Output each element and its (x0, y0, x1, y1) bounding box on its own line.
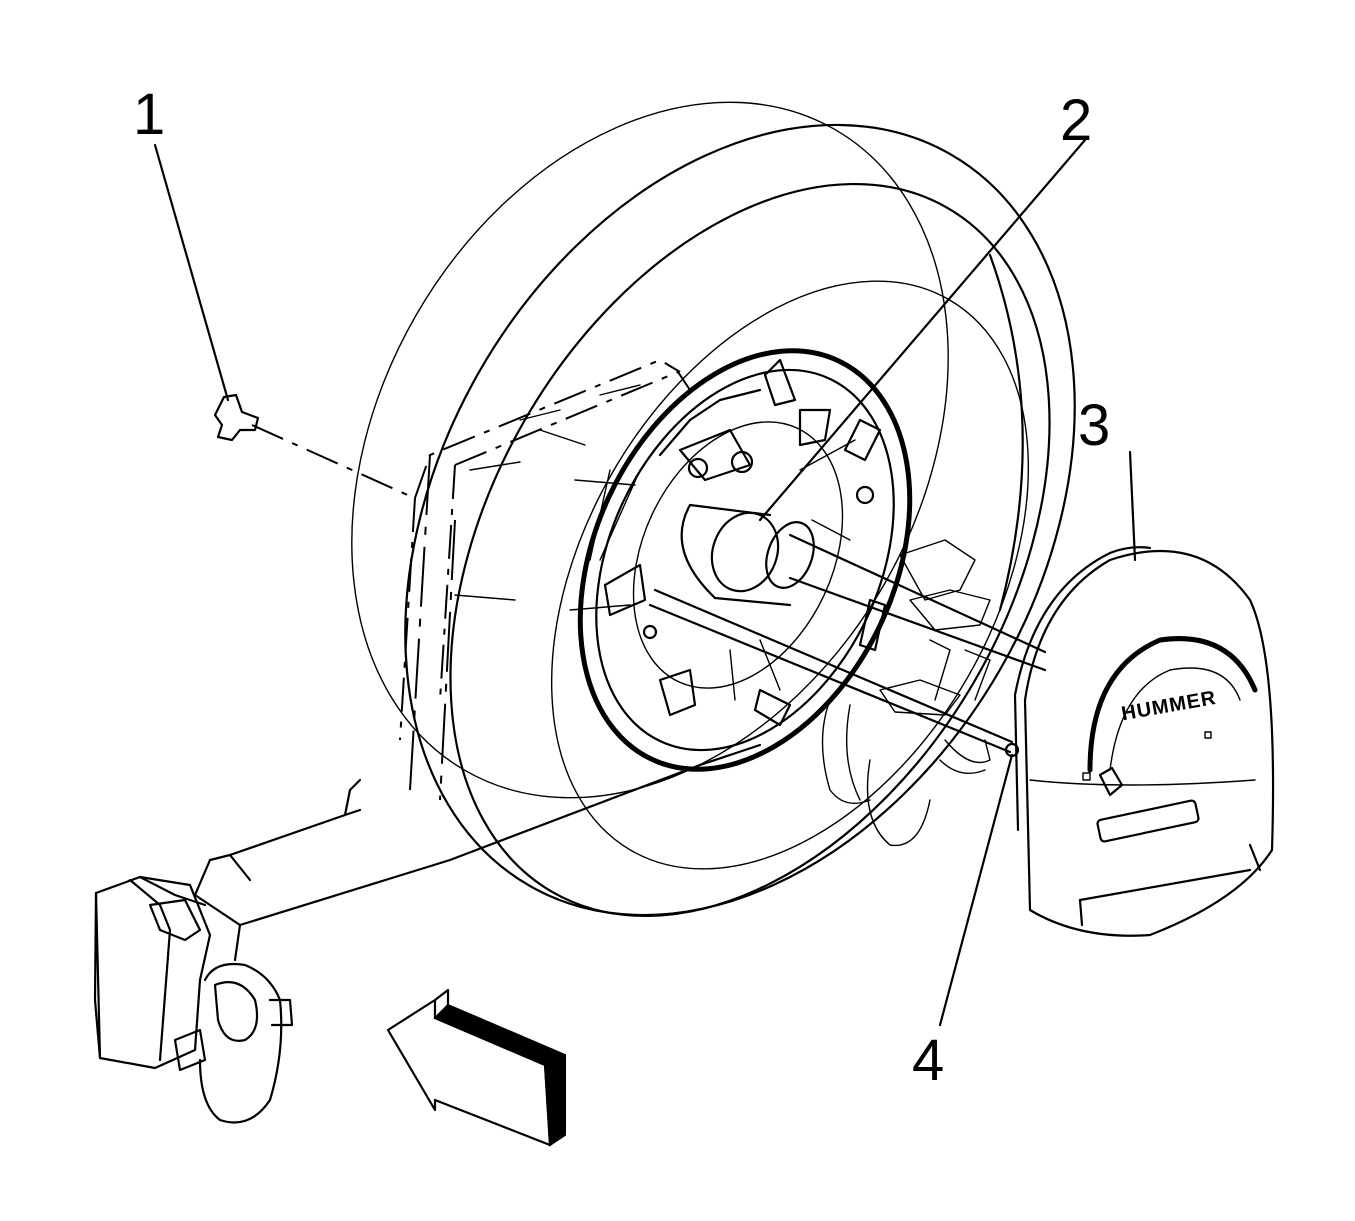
callout-2: 2 (1060, 88, 1093, 153)
spare-tire (351, 101, 1076, 918)
cover-logo: HUMMER (1120, 687, 1218, 725)
callout-4: 4 (912, 1028, 945, 1093)
carrier-frame-phantom (399, 358, 691, 801)
callout-1: 1 (133, 82, 166, 147)
retaining-knob (213, 393, 413, 498)
callout-3: 3 (1078, 393, 1111, 458)
mounting-rod (648, 533, 1047, 758)
hidden-mechanism (821, 539, 991, 847)
wheel-rim (569, 348, 913, 772)
spare-tire-cover: HUMMER (1013, 546, 1275, 937)
direction-arrow (386, 988, 566, 1147)
hinge-bracket (93, 875, 294, 1124)
callout-leaders (153, 138, 1137, 1027)
